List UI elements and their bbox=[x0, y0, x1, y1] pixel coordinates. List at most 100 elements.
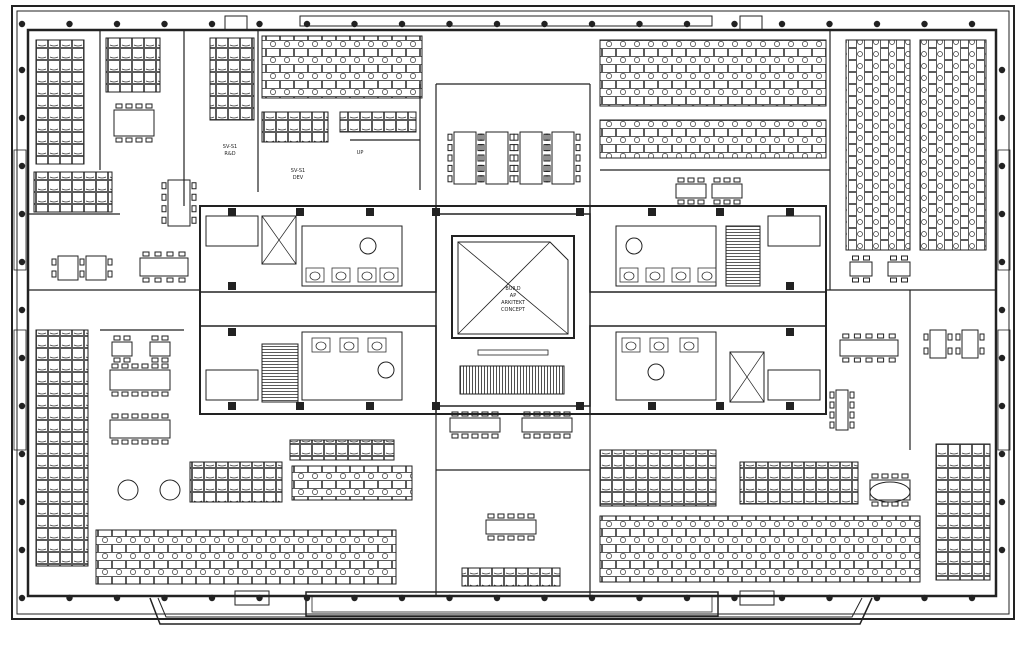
chair bbox=[881, 473, 889, 479]
column bbox=[18, 162, 26, 170]
chair bbox=[575, 133, 581, 141]
chair bbox=[161, 182, 167, 190]
meeting-table bbox=[887, 261, 911, 277]
wc-cubicle bbox=[649, 337, 669, 353]
desk-cluster-nw-1 bbox=[35, 39, 85, 165]
column bbox=[446, 594, 453, 602]
wc-cubicle bbox=[331, 267, 351, 283]
column bbox=[18, 258, 26, 266]
core-post bbox=[228, 328, 236, 336]
chair bbox=[829, 391, 835, 399]
desk-cluster-nw-2 bbox=[105, 37, 161, 93]
chair bbox=[471, 411, 479, 417]
column bbox=[18, 402, 26, 410]
chair bbox=[447, 175, 453, 183]
meeting-table bbox=[109, 369, 171, 391]
desk-cluster-n-2 bbox=[261, 111, 329, 143]
column bbox=[398, 20, 406, 28]
chair bbox=[166, 277, 174, 283]
column bbox=[778, 594, 786, 602]
chair bbox=[853, 357, 861, 363]
meeting-tables bbox=[51, 103, 985, 541]
void-diagonal-b bbox=[457, 241, 551, 335]
column bbox=[998, 258, 1006, 266]
meeting-table bbox=[139, 257, 189, 277]
chair bbox=[527, 513, 535, 519]
column bbox=[683, 20, 691, 28]
chair bbox=[509, 133, 515, 141]
building-core bbox=[199, 205, 827, 415]
column bbox=[921, 20, 928, 28]
column bbox=[998, 66, 1006, 74]
column bbox=[998, 162, 1006, 170]
meeting-table bbox=[835, 389, 849, 431]
core-post bbox=[432, 402, 440, 410]
column bbox=[446, 20, 453, 28]
wc-cubicle bbox=[671, 267, 691, 283]
chair bbox=[865, 357, 873, 363]
chair bbox=[563, 411, 571, 417]
core-posts bbox=[228, 208, 794, 410]
chair bbox=[545, 175, 551, 183]
chair bbox=[513, 175, 519, 183]
chair bbox=[849, 401, 855, 409]
core-post bbox=[228, 282, 236, 290]
chair bbox=[461, 411, 469, 417]
chair bbox=[829, 421, 835, 429]
column bbox=[256, 594, 263, 602]
left-lift-circle-lower bbox=[377, 361, 395, 379]
building-shell bbox=[11, 5, 1015, 625]
chair bbox=[79, 258, 85, 266]
chair bbox=[713, 177, 721, 183]
desk-cluster-n-1 bbox=[261, 35, 423, 99]
column bbox=[303, 594, 311, 602]
bottom-step bbox=[149, 597, 873, 625]
chair bbox=[135, 103, 143, 109]
desk-cluster-w-2 bbox=[33, 171, 113, 213]
chair bbox=[863, 277, 870, 283]
column bbox=[18, 546, 26, 554]
chair bbox=[513, 164, 519, 172]
chair bbox=[154, 277, 162, 283]
chair bbox=[697, 177, 705, 183]
central-atrium bbox=[435, 213, 591, 407]
column bbox=[968, 594, 976, 602]
chair bbox=[713, 199, 721, 205]
toilet-bowl bbox=[623, 271, 635, 281]
chair bbox=[131, 413, 139, 419]
toilet-bowl bbox=[383, 271, 395, 281]
right-meeting-bottom bbox=[767, 369, 821, 401]
desk-cluster-n-3 bbox=[339, 111, 417, 133]
chair bbox=[113, 335, 121, 341]
entrance-canopy-inner bbox=[311, 595, 713, 613]
chair bbox=[687, 199, 695, 205]
chair bbox=[507, 535, 515, 541]
chair bbox=[497, 535, 505, 541]
column bbox=[968, 20, 976, 28]
meeting-table bbox=[85, 255, 107, 281]
meeting-table bbox=[485, 519, 537, 535]
core-post bbox=[648, 208, 656, 216]
meeting-table bbox=[57, 255, 79, 281]
column bbox=[66, 594, 73, 602]
wc-right-bottom bbox=[615, 331, 717, 401]
column bbox=[161, 594, 168, 602]
chair bbox=[125, 103, 133, 109]
wc-fixtures bbox=[305, 267, 717, 353]
column bbox=[873, 594, 881, 602]
bottom-step-inner bbox=[157, 597, 863, 618]
column bbox=[588, 20, 596, 28]
chair bbox=[890, 277, 897, 283]
column bbox=[493, 20, 501, 28]
oval-meeting-table bbox=[869, 481, 911, 503]
central-void-label-2: AP bbox=[510, 293, 516, 299]
meeting-table bbox=[869, 479, 911, 501]
central-void-label-4: CONCEPT bbox=[501, 307, 526, 313]
chair bbox=[543, 411, 551, 417]
core-post bbox=[366, 208, 374, 216]
left-stair-x2 bbox=[261, 215, 297, 265]
column bbox=[18, 114, 26, 122]
chair bbox=[145, 137, 153, 143]
core-post bbox=[648, 402, 656, 410]
column bbox=[636, 20, 643, 28]
